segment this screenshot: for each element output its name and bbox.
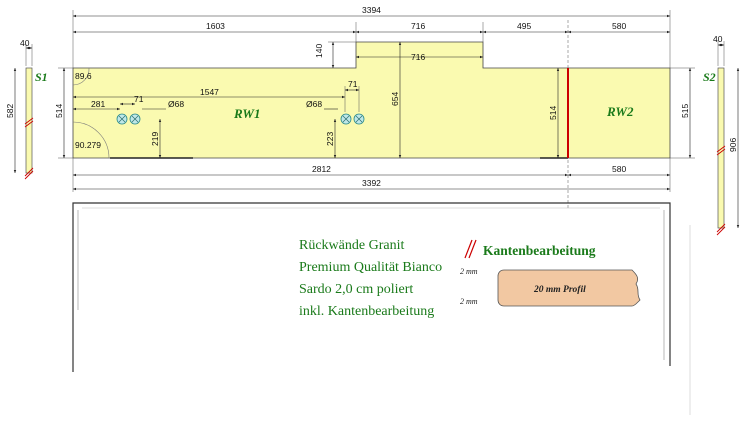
left-514-label: 514 bbox=[54, 104, 64, 118]
dim-219: 219 bbox=[150, 132, 160, 146]
dim-580-top: 580 bbox=[612, 21, 626, 31]
top-dimensions: 3394 1603 716 495 580 bbox=[72, 5, 671, 210]
socket-icon bbox=[340, 113, 352, 125]
rw1-label: RW1 bbox=[233, 106, 261, 121]
dim-281: 281 bbox=[91, 99, 105, 109]
overall-width-bottom: 3392 bbox=[362, 178, 381, 188]
dim-68-left: Ø68 bbox=[168, 99, 184, 109]
edge-mm-bottom: 2 mm bbox=[460, 297, 478, 306]
interior-dimensions: 1547 281 71 Ø68 219 Ø68 71 223 654 514 bbox=[73, 42, 560, 158]
note-line-3: Sardo 2,0 cm poliert bbox=[299, 282, 413, 297]
socket-icon bbox=[353, 113, 365, 125]
height-dimensions: 514 515 bbox=[54, 67, 695, 159]
corner-89-label: 89.6 bbox=[75, 71, 92, 81]
s1-width-label: 40 bbox=[20, 38, 30, 48]
dim-495: 495 bbox=[517, 21, 531, 31]
s2-height-label: 906 bbox=[728, 138, 738, 152]
dim-2812: 2812 bbox=[312, 164, 331, 174]
dim-654: 654 bbox=[390, 92, 400, 106]
edge-mm-top: 2 mm bbox=[460, 267, 478, 276]
s2-width-label: 40 bbox=[713, 34, 723, 44]
overall-width-top: 3394 bbox=[362, 5, 381, 15]
material-notes: Rückwände Granit Premium Qualität Bianco… bbox=[299, 238, 442, 319]
profile-shape bbox=[497, 269, 641, 307]
profile-label: 20 mm Profil bbox=[533, 285, 586, 295]
socket-icon bbox=[129, 113, 141, 125]
notch-716-label: 716 bbox=[411, 52, 425, 62]
right-515-label: 515 bbox=[680, 104, 690, 118]
s1-label: S1 bbox=[35, 70, 48, 84]
note-line-2: Premium Qualität Bianco bbox=[299, 260, 442, 275]
s2-label: S2 bbox=[703, 70, 716, 84]
edge-title: Kantenbearbeitung bbox=[483, 243, 596, 258]
notch-dimensions: 716 140 bbox=[314, 41, 483, 68]
edge-mark-icon bbox=[464, 239, 477, 259]
dim-68-right: Ø68 bbox=[306, 99, 322, 109]
main-panel: RW1 RW2 89.6 90.279 bbox=[72, 41, 671, 159]
lower-frame bbox=[72, 202, 691, 415]
note-line-4: inkl. Kantenbearbeitung bbox=[299, 304, 434, 319]
rw2-label: RW2 bbox=[606, 104, 634, 119]
notch-140-label: 140 bbox=[314, 44, 324, 58]
dim-1603: 1603 bbox=[206, 21, 225, 31]
dim-71-left: 71 bbox=[134, 94, 144, 104]
bottom-dimensions: 2812 580 3392 bbox=[72, 158, 671, 192]
side-piece-s2: 40 906 S2 bbox=[703, 34, 740, 236]
dim-716-top: 716 bbox=[411, 21, 425, 31]
socket-icon bbox=[116, 113, 128, 125]
note-line-1: Rückwände Granit bbox=[299, 238, 404, 253]
dim-71-right: 71 bbox=[348, 79, 358, 89]
dim-580-bottom: 580 bbox=[612, 164, 626, 174]
socket-cutouts bbox=[116, 113, 365, 125]
dim-1547: 1547 bbox=[200, 87, 219, 97]
edge-legend: Kantenbearbeitung 2 mm 2 mm 20 mm Profil bbox=[460, 239, 641, 307]
side-piece-s1: 40 582 S1 bbox=[5, 38, 48, 180]
dim-223: 223 bbox=[325, 132, 335, 146]
corner-90-label: 90.279 bbox=[75, 140, 101, 150]
dim-514-mid: 514 bbox=[548, 106, 558, 120]
s1-height-label: 582 bbox=[5, 104, 15, 118]
